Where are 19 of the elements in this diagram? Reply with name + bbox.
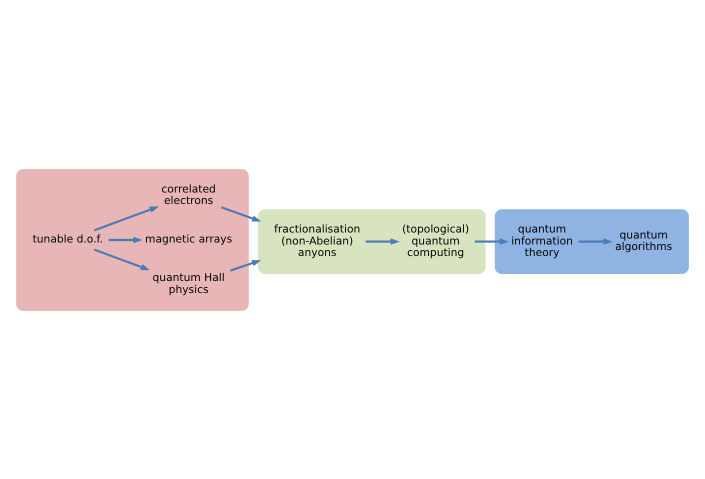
node-text: quantum algorithms: [615, 228, 672, 253]
cluster: [16, 168, 249, 310]
arrow: [474, 238, 509, 244]
arrow: [230, 260, 262, 272]
arrow: [94, 248, 150, 270]
node-text: magnetic arrays: [145, 232, 232, 246]
node-text: fractionalisation (non-Abelian) anyons: [274, 222, 360, 259]
node-text: correlated electrons: [161, 182, 216, 207]
node-text: quantum Hall physics: [152, 270, 225, 296]
arrow: [578, 238, 613, 244]
node-text: quantum information theory: [511, 222, 573, 259]
arrow: [366, 238, 400, 244]
cluster: [494, 208, 689, 274]
node-text: tunable d.o.f.: [32, 232, 103, 246]
node-text: (topological) quantum computing: [402, 222, 470, 259]
arrow: [108, 236, 142, 243]
arrow: [220, 206, 262, 222]
cluster: [258, 208, 486, 274]
arrow: [94, 206, 159, 231]
